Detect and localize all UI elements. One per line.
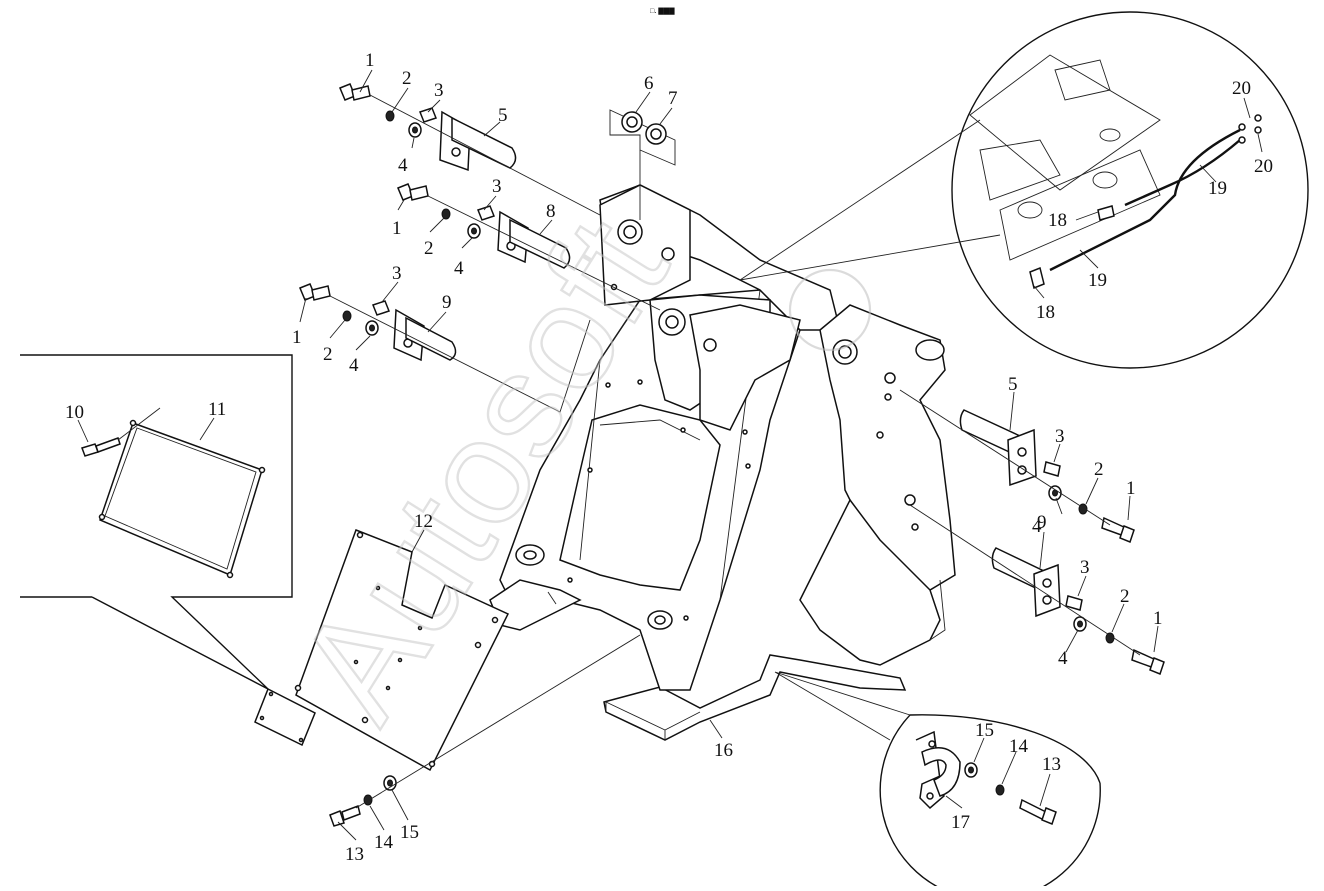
callout-11: 11 (208, 399, 226, 420)
callout-3: 3 (392, 263, 402, 284)
callout-14: 14 (1009, 736, 1029, 757)
pin-assembly-9-left (299, 283, 591, 413)
leader-lines (77, 69, 1263, 841)
callout-1: 1 (392, 218, 402, 239)
header-mark: □․ ▇▇▇ (650, 7, 675, 15)
inset-hose-detail (739, 11, 1309, 369)
callout-15: 15 (975, 720, 994, 741)
callout-1: 1 (292, 327, 302, 348)
callout-15: 15 (400, 822, 419, 843)
callout-3: 3 (1080, 557, 1090, 578)
callout-2: 2 (402, 68, 412, 89)
pin-assembly-8 (397, 183, 661, 311)
callout-7: 7 (668, 88, 678, 109)
callout-12: 12 (414, 511, 433, 532)
callout-20: 20 (1254, 156, 1273, 177)
inset-clamp-detail (774, 671, 1101, 891)
callout-18: 18 (1036, 302, 1055, 323)
washers-6-7 (609, 109, 676, 220)
callout-9: 9 (1037, 512, 1047, 533)
callout-4: 4 (1032, 516, 1042, 537)
callout-1: 1 (1126, 478, 1136, 499)
callout-10: 10 (65, 402, 84, 423)
callout-5: 5 (1008, 374, 1018, 395)
callout-3: 3 (1055, 426, 1065, 447)
callout-4: 4 (398, 155, 408, 176)
callout-4: 4 (454, 258, 464, 279)
pin-assembly-5-right (899, 389, 1135, 543)
callout-2: 2 (1094, 459, 1104, 480)
callout-16: 16 (714, 740, 733, 761)
callout-labels: 1 2 3 4 5 6 7 1 2 3 4 8 1 2 3 4 9 10 11 … (65, 50, 1273, 865)
callout-13: 13 (345, 844, 364, 865)
callout-17: 17 (951, 812, 970, 833)
inset-cover-detail (20, 354, 293, 690)
callout-19: 19 (1208, 178, 1227, 199)
pin-assembly-9-right (909, 504, 1165, 675)
callout-4: 4 (349, 355, 359, 376)
callout-14: 14 (374, 832, 394, 853)
callout-2: 2 (1120, 586, 1130, 607)
main-frame (489, 184, 956, 741)
callout-2: 2 (323, 344, 333, 365)
callout-1: 1 (1153, 608, 1163, 629)
callout-3: 3 (434, 80, 444, 101)
callout-19: 19 (1088, 270, 1107, 291)
callout-20: 20 (1232, 78, 1251, 99)
bolt-group-13-14-15-left (329, 634, 641, 827)
callout-9: 9 (442, 292, 452, 313)
callout-13: 13 (1042, 754, 1061, 775)
callout-1: 1 (365, 50, 375, 71)
pin-assembly-5-left (339, 83, 601, 216)
callout-6: 6 (644, 73, 654, 94)
callout-3: 3 (492, 176, 502, 197)
callout-5: 5 (498, 105, 508, 126)
callout-4: 4 (1058, 648, 1068, 669)
callout-2: 2 (424, 238, 434, 259)
callout-8: 8 (546, 201, 556, 222)
callout-18: 18 (1048, 210, 1067, 231)
